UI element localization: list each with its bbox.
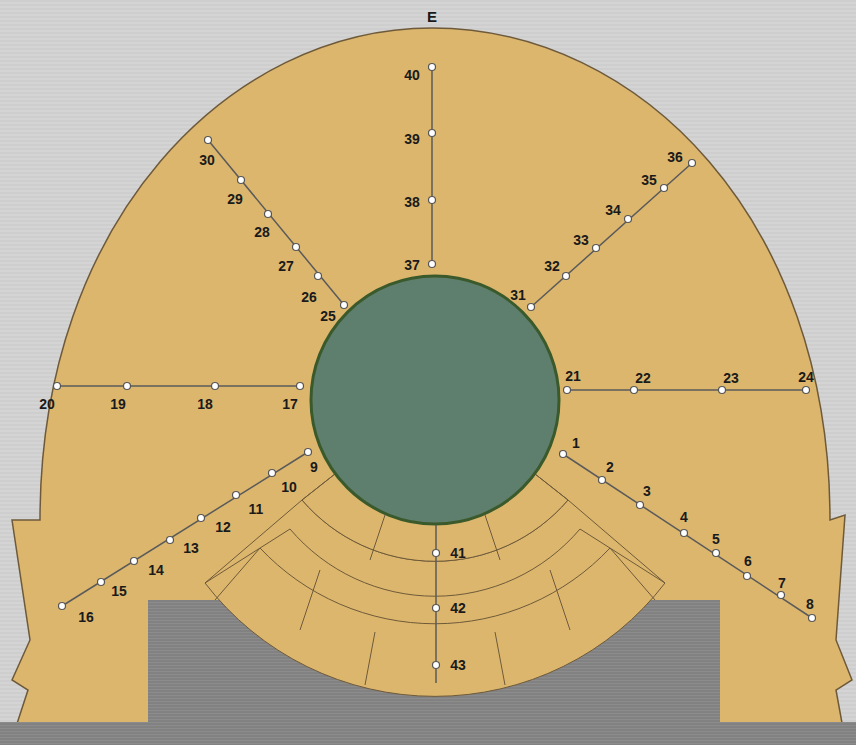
point-number: 28 [254,225,270,239]
point-number: 13 [183,541,199,555]
point-number: 4 [680,510,688,524]
point-number: 23 [723,371,739,385]
direction-letter: E [427,9,437,24]
point-number: 27 [278,259,294,273]
point-number: 32 [544,259,560,273]
point-number: 38 [404,195,420,209]
point-number: 8 [806,597,814,611]
point-number: 7 [778,576,786,590]
point-number: 5 [712,532,720,546]
survey-lines [57,67,812,683]
point-number: 36 [667,150,683,164]
point-number: 37 [404,258,420,272]
point-number: 39 [404,132,420,146]
point-number: 30 [199,153,215,167]
point-number: 33 [573,233,589,247]
point-number: 11 [249,502,264,516]
point-number: 15 [111,584,127,598]
point-number: 14 [148,563,164,577]
point-number: 19 [110,397,126,411]
survey-points [54,64,816,669]
site-outline [10,28,852,745]
point-number: 24 [798,370,814,384]
point-number: 16 [78,610,94,624]
point-number: 26 [301,290,317,304]
point-number: 6 [744,554,752,568]
point-number: 34 [605,203,621,217]
orchestra-circle [311,276,559,524]
point-number: 29 [227,192,243,206]
point-number: 9 [310,460,318,474]
point-number: 35 [641,173,657,187]
point-number: 42 [450,601,466,615]
point-number: 1 [572,436,580,450]
point-number: 12 [215,520,231,534]
point-number: 41 [450,546,466,560]
point-number: 40 [404,68,420,82]
point-number: 25 [320,309,336,323]
point-number: 22 [635,371,651,385]
point-number: 18 [197,397,213,411]
ground-strip [0,722,856,745]
point-number: 17 [282,397,298,411]
point-number: 3 [643,484,651,498]
point-number: 10 [281,480,297,494]
point-number: 2 [606,460,614,474]
point-number: 43 [450,658,466,672]
point-number: 31 [510,288,526,302]
point-number: 21 [565,369,581,383]
point-number: 20 [39,397,55,411]
